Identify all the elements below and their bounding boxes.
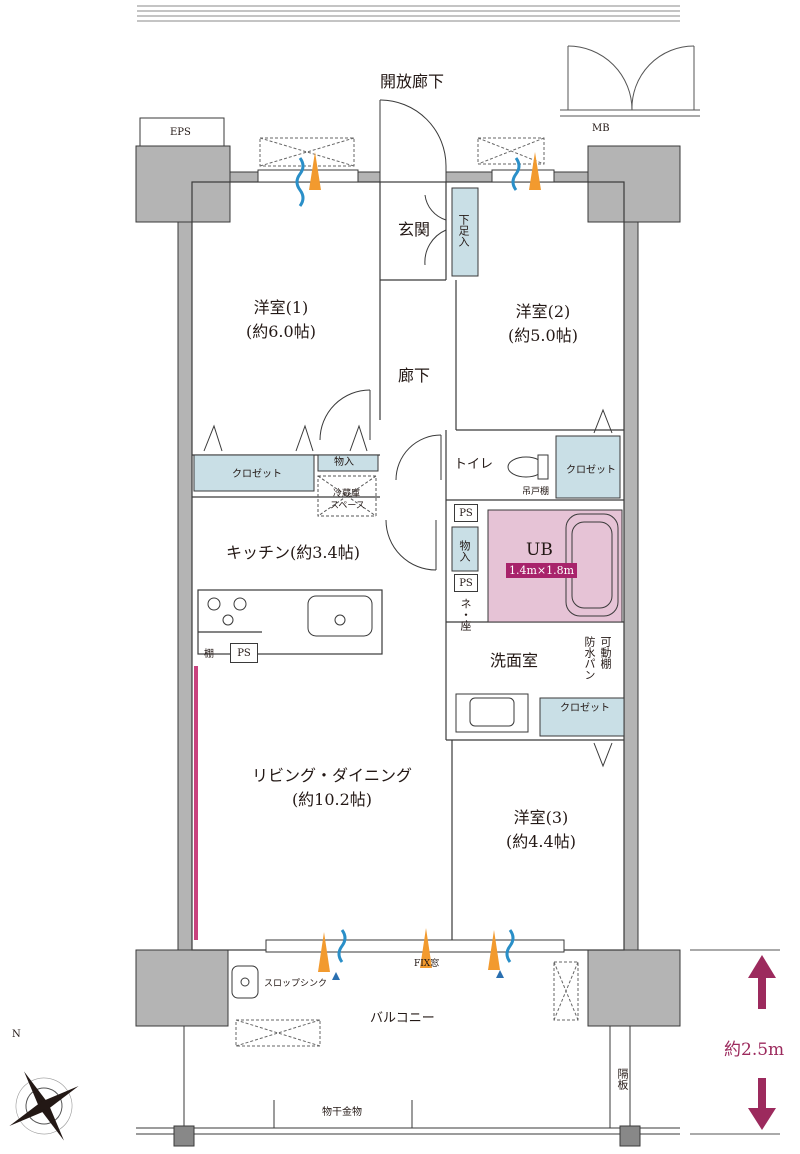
ps-box-1: PS	[454, 504, 478, 522]
laundry-hanger-label: 物干金物	[322, 1107, 362, 1118]
entrance-label: 玄関	[398, 220, 431, 239]
western-room-3-label: 洋室(3) (約4.4帖)	[506, 806, 576, 854]
rail-posts	[173, 1125, 641, 1147]
waterproof-pan-label: 防水パン	[583, 636, 596, 680]
hallway-label: 廊下	[398, 366, 431, 385]
vent-boxes	[235, 137, 579, 1047]
toilet-label: トイレ	[454, 457, 494, 472]
washbasin-bowl	[469, 697, 515, 727]
balcony-rail	[136, 1026, 680, 1135]
balcony-label: バルコニー	[370, 1011, 435, 1026]
western-room-3-name: 洋室(3)	[513, 808, 569, 827]
western-room-1-name: 洋室(1)	[253, 298, 309, 317]
kitchen-label: キッチン(約3.4帖)	[226, 543, 360, 562]
western-room-1-size: (約6.0帖)	[246, 322, 316, 341]
unit-bath-size-label: 1.4m×1.8m	[506, 563, 578, 578]
shoe-storage-label: 下足入	[457, 214, 470, 247]
ps-box-2: PS	[454, 574, 478, 592]
top-exterior-lines	[137, 5, 680, 22]
compass-rose	[9, 1071, 79, 1141]
fridge-space-label-2: スペース	[330, 501, 365, 511]
living-accent-line	[194, 666, 198, 940]
toilet-tank	[537, 454, 549, 480]
balcony-depth-label: 約2.5m	[724, 1040, 785, 1060]
balcony-depth-dimension	[690, 949, 780, 1135]
open-corridor-label: 開放廊下	[380, 72, 445, 91]
slop-sink	[231, 965, 259, 999]
airflow-arrows	[295, 152, 541, 980]
partition-label: 隔板	[616, 1068, 629, 1090]
fix-window-label: FIX窓	[414, 959, 440, 969]
closet-2-label: クロゼット	[566, 465, 616, 476]
mb-door-arcs	[560, 45, 700, 117]
eps-box	[139, 117, 225, 149]
eps-label: EPS	[170, 127, 191, 138]
shelf-label: 棚	[204, 649, 214, 660]
stove	[207, 597, 247, 626]
living-dining-name: リビング・ダイニング	[252, 766, 413, 785]
fridge-space-label-1: 冷蔵庫	[333, 489, 361, 499]
entrance-door	[379, 99, 447, 172]
living-dining-size: (約10.2帖)	[291, 790, 373, 809]
storage-fills	[193, 187, 625, 737]
western-room-3-size: (約4.4帖)	[506, 832, 576, 851]
north-label: N	[12, 1029, 21, 1040]
unit-bath-label: UB	[526, 540, 553, 560]
western-room-2-size: (約5.0帖)	[508, 326, 578, 345]
kitchen-sink	[307, 595, 373, 637]
ps-box-3: PS	[230, 643, 258, 663]
mb-label: MB	[592, 123, 610, 134]
western-room-2-name: 洋室(2)	[515, 302, 571, 321]
slop-sink-label: スロップシンク	[264, 979, 328, 989]
western-room-2-label: 洋室(2) (約5.0帖)	[508, 300, 578, 348]
shoe-small-label: ネ・座	[459, 598, 472, 631]
closet-1-label: クロゼット	[232, 469, 282, 480]
storage-2-label: 物入	[458, 540, 471, 562]
sink-drain	[334, 614, 346, 626]
washroom-label: 洗面室	[490, 651, 539, 670]
fridge-space-box	[317, 475, 377, 517]
movable-shelf-label: 可動棚	[599, 636, 612, 669]
storage-1-label: 物入	[334, 457, 354, 468]
hanging-shelf-label: 吊戸棚	[522, 487, 550, 497]
living-dining-label: リビング・ダイニング (約10.2帖)	[252, 764, 412, 812]
western-room-1-label: 洋室(1) (約6.0帖)	[246, 296, 316, 344]
closet-door-marks	[203, 408, 613, 768]
closet-3-label: クロゼット	[560, 703, 610, 714]
slop-sink-drain	[240, 977, 250, 987]
